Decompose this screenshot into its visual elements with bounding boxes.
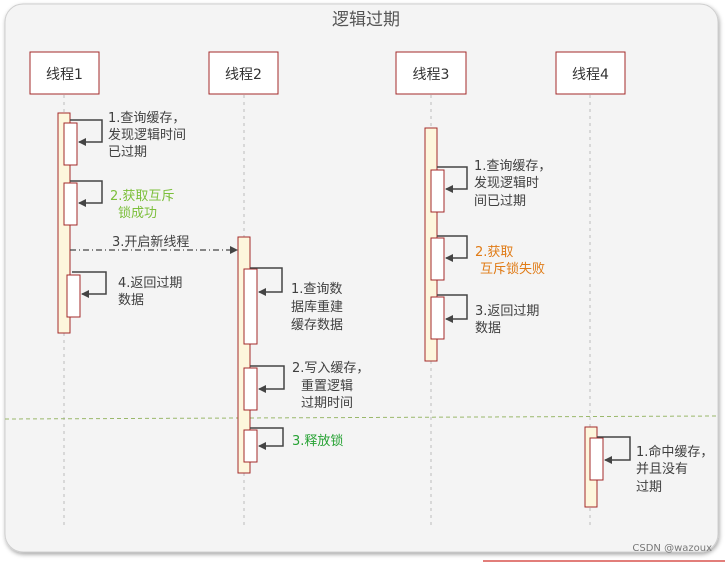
participant-box bbox=[29, 51, 100, 95]
note-thread4-hit: 1.命中缓存， 并且没有 过期 bbox=[636, 444, 718, 495]
note-thread1-return: 4.返回过期 数据 bbox=[118, 276, 187, 308]
note-line: 重置逻辑 bbox=[301, 378, 353, 394]
watermark: CSDN @wazoux bbox=[632, 543, 712, 554]
self-call-arrow bbox=[250, 365, 285, 393]
participant-box bbox=[395, 51, 467, 95]
note-thread3-query: 1.查询缓存， 发现逻辑时 间已过期 bbox=[474, 159, 556, 209]
self-call-arrow bbox=[250, 267, 283, 296]
participant-thread-4: 线程4 bbox=[555, 51, 626, 95]
note-line: 1.命中缓存， bbox=[636, 444, 713, 460]
note-line: 3.释放锁 bbox=[292, 433, 343, 449]
note-line: 锁成功 bbox=[118, 205, 157, 221]
note-line: 2.获取互斥 bbox=[110, 189, 174, 204]
note-line: 数据 bbox=[475, 321, 501, 336]
self-call-arrow bbox=[72, 271, 107, 298]
note-line: 间已过期 bbox=[474, 194, 526, 209]
self-call-arrow bbox=[70, 180, 103, 207]
nested-activation bbox=[243, 429, 258, 463]
note-thread1-query: 1.查询缓存， 发现逻辑时间 已过期 bbox=[108, 111, 190, 160]
note-thread3-lock-fail: 2.获取 互斥锁失败 bbox=[475, 245, 545, 277]
nested-activation bbox=[430, 169, 445, 213]
note-line: 2.获取 bbox=[475, 245, 513, 260]
note-line: 1.查询缓存， bbox=[474, 159, 551, 174]
note-line: 据库重建 bbox=[291, 299, 343, 315]
participant-thread-2: 线程2 bbox=[208, 51, 279, 95]
note-thread2-write: 2.写入缓存， 重置逻辑 过期时间 bbox=[292, 361, 374, 411]
nested-activation bbox=[66, 274, 81, 318]
note-line: 并且没有 bbox=[636, 462, 688, 477]
nested-activation bbox=[589, 437, 604, 481]
self-call-arrow bbox=[437, 235, 468, 262]
note-thread3-return: 3.返回过期 数据 bbox=[475, 304, 544, 336]
participant-thread-1: 线程1 bbox=[29, 51, 100, 95]
note-line: 1.查询缓存， bbox=[108, 111, 185, 126]
note-thread2-rebuild: 1.查询数 据库重建 缓存数据 bbox=[291, 282, 347, 333]
note-line: 4.返回过期 bbox=[118, 276, 182, 291]
self-call-arrow bbox=[437, 294, 468, 323]
note-line: 发现逻辑时 bbox=[474, 175, 539, 191]
nested-activation bbox=[430, 237, 445, 281]
participant-label: 线程3 bbox=[413, 67, 450, 83]
note-line: 互斥锁失败 bbox=[480, 261, 545, 277]
note-line: 过期时间 bbox=[301, 396, 353, 411]
note-line: 缓存数据 bbox=[291, 318, 343, 333]
note-line: 2.写入缓存， bbox=[292, 361, 369, 376]
nested-activation bbox=[63, 182, 78, 226]
note-line: 数据 bbox=[118, 293, 144, 308]
note-line: 发现逻辑时间 bbox=[108, 127, 186, 143]
note-thread1-lock: 2.获取互斥 锁成功 bbox=[110, 189, 179, 221]
self-call-arrow bbox=[597, 436, 631, 464]
self-call-arrow bbox=[250, 427, 284, 450]
nested-activation bbox=[243, 367, 258, 411]
participant-box bbox=[208, 51, 279, 95]
diagram-frame bbox=[4, 3, 719, 553]
participant-label: 线程2 bbox=[225, 67, 262, 83]
diagram-title: 逻辑过期 bbox=[332, 10, 400, 30]
nested-activation bbox=[243, 268, 258, 345]
note-line: 已过期 bbox=[108, 145, 147, 160]
participant-label: 线程1 bbox=[46, 67, 83, 83]
message-label: 3.开启新线程 bbox=[112, 234, 189, 250]
note-thread2-release: 3.释放锁 bbox=[292, 433, 343, 449]
nested-activation bbox=[63, 122, 78, 166]
participant-thread-3: 线程3 bbox=[395, 51, 467, 95]
note-line: 过期 bbox=[636, 480, 662, 495]
self-call-arrow bbox=[437, 166, 468, 193]
participant-box bbox=[555, 51, 626, 95]
self-call-arrow bbox=[70, 119, 103, 146]
nested-activation bbox=[430, 296, 445, 340]
note-line: 1.查询数 bbox=[291, 282, 342, 297]
participant-label: 线程4 bbox=[572, 67, 609, 83]
note-line: 3.返回过期 bbox=[475, 304, 539, 319]
